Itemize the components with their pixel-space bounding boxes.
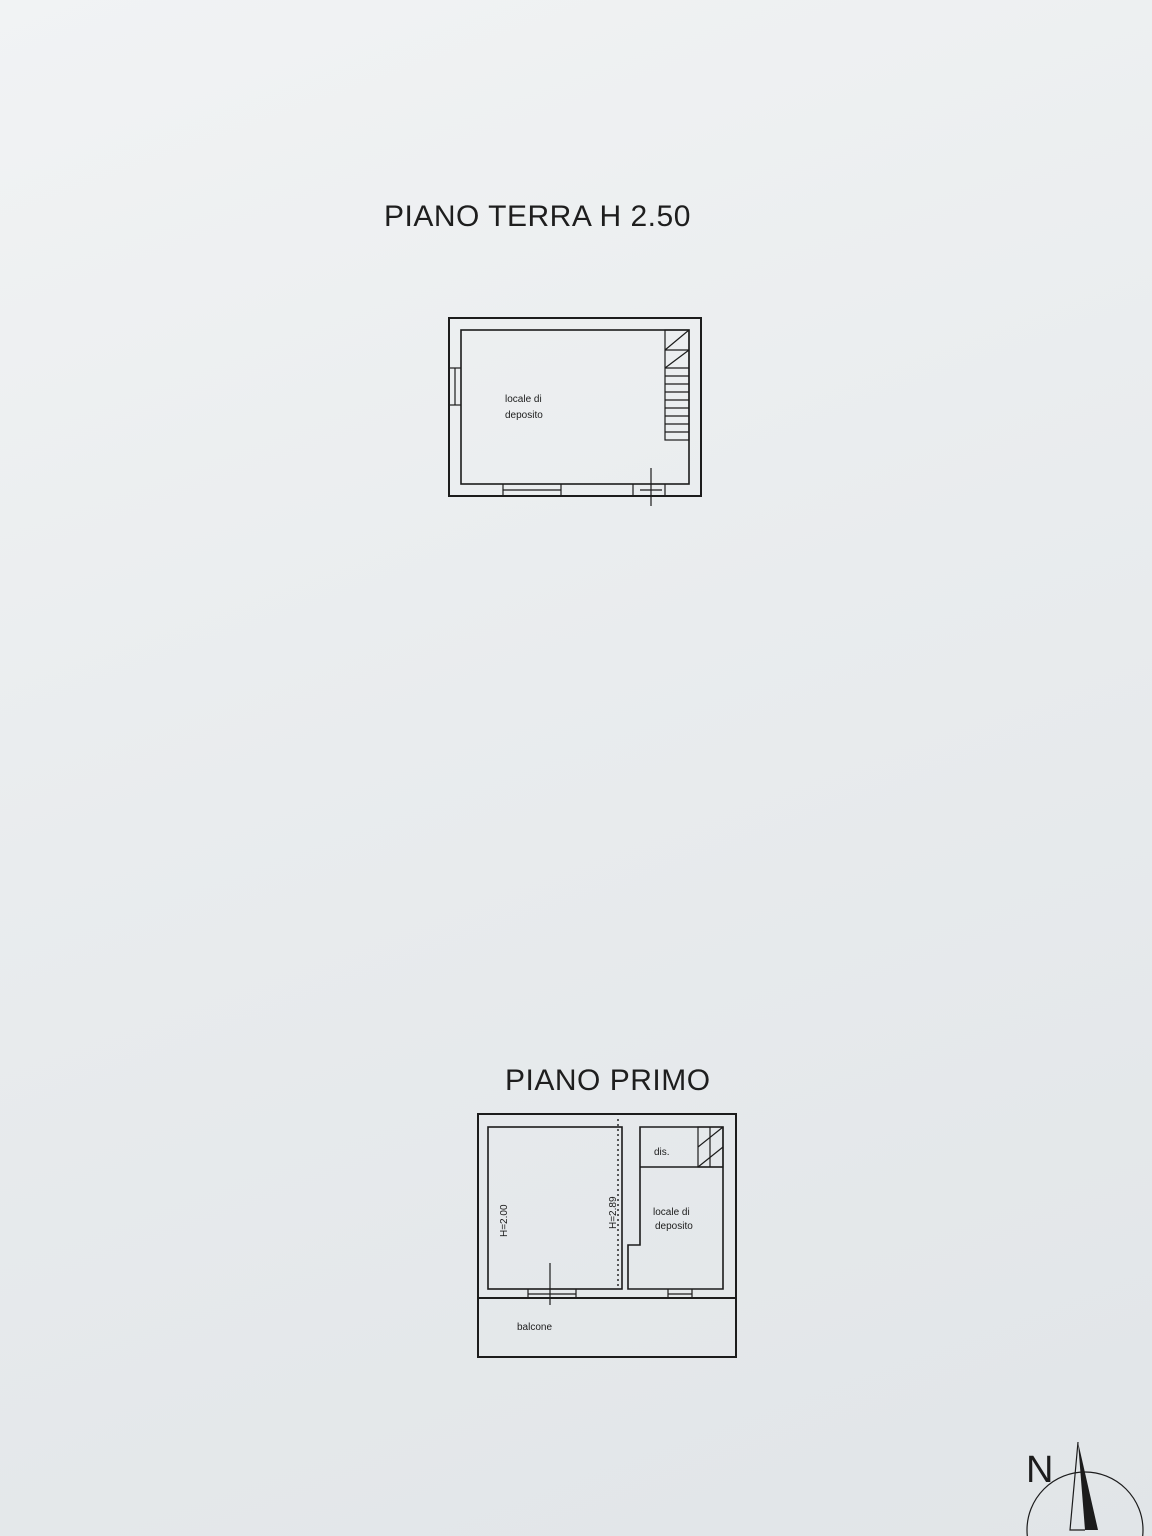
height-label-right: H=2.89 (608, 1196, 619, 1229)
dis-label: dis. (654, 1147, 670, 1158)
room-left-wall (487, 1126, 623, 1290)
room-label: locale di (653, 1207, 690, 1218)
window-bottom (667, 1289, 693, 1298)
door-balcony (527, 1263, 577, 1305)
compass-needle-outline (1069, 1441, 1085, 1531)
room-label: locale di (505, 394, 542, 405)
north-compass: N (1026, 1441, 1144, 1536)
window-left (449, 367, 461, 406)
compass-needle (1078, 1442, 1098, 1530)
first-floor-title: PIANO PRIMO (505, 1064, 711, 1097)
first-floor-plan: dis. locale di deposito H=2.00 H=2.89 ba… (477, 1113, 737, 1358)
north-label: N (1026, 1449, 1053, 1491)
ground-floor-plan: locale di deposito (448, 317, 702, 506)
height-label-left: H=2.00 (499, 1204, 510, 1237)
inner-wall (460, 329, 690, 485)
staircase (697, 1126, 724, 1168)
balcony-label: balcone (517, 1322, 552, 1333)
compass-circle (1026, 1471, 1144, 1536)
room-label: deposito (505, 410, 543, 421)
room-label: deposito (655, 1221, 693, 1232)
ground-floor-title: PIANO TERRA H 2.50 (384, 200, 691, 233)
balcony-outline (477, 1297, 737, 1358)
outer-wall (448, 317, 702, 497)
outer-wall (477, 1113, 737, 1299)
window-bottom (502, 484, 562, 496)
staircase (664, 329, 690, 441)
door-bottom (632, 468, 666, 506)
